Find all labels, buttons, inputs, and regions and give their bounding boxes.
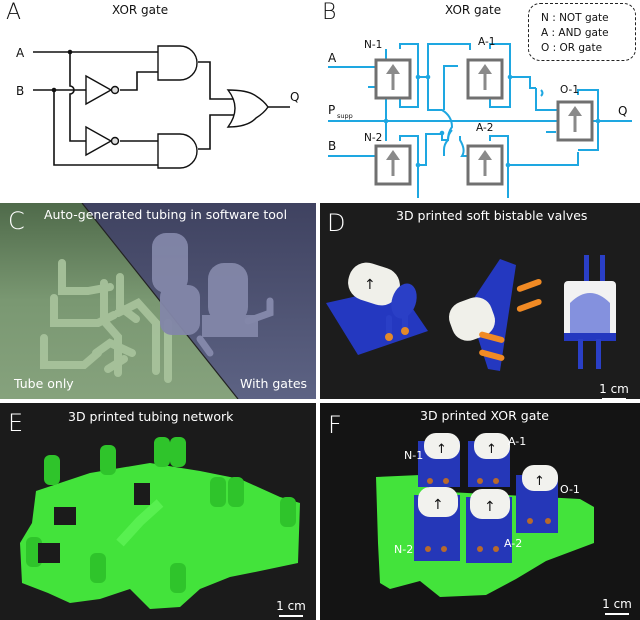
valve-a-1: ↑ [468, 433, 510, 487]
panel-letter: C [8, 207, 25, 235]
printed-xor-photo: ↑ ↑ ↑ ↑ ↑ [376, 433, 594, 597]
scale-label: 1 cm [276, 599, 306, 613]
legend-or: O : OR gate [541, 42, 603, 54]
svg-text:↑: ↑ [484, 499, 496, 515]
valve-a-2: ↑ [466, 489, 512, 563]
pneumatic-xor-circuit: N-1 N-2 A-1 A-2 O-1 A P supp B Q [328, 36, 632, 198]
gate-label: N-2 [394, 543, 414, 556]
panel-title: 3D printed XOR gate [420, 408, 549, 423]
panel-letter: B [322, 0, 337, 25]
and-gate-bottom [157, 133, 198, 169]
panel-title: XOR gate [445, 3, 502, 17]
not-gate-top [85, 74, 120, 106]
gate-n-1 [374, 58, 412, 100]
scale-bar: 1 cm [600, 598, 634, 615]
panel-f-xor-photo: ↑ ↑ ↑ ↑ ↑ F 3D printed [320, 403, 640, 620]
scale-label: 1 cm [602, 597, 632, 611]
valve-photo: ↑ [326, 255, 616, 371]
svg-text:↑: ↑ [534, 474, 545, 489]
tubing-network-photo [20, 437, 300, 609]
valve-side-view: ↑ [326, 262, 428, 355]
panel-d-valve-photo: ↑ D 3D printed soft bistable valves 1 [320, 203, 640, 399]
svg-text:↑: ↑ [436, 442, 447, 457]
scale-line [605, 613, 629, 615]
or-gate [226, 89, 269, 128]
input-subscript-supp: supp [337, 112, 353, 120]
and-gate-top [157, 45, 198, 81]
scale-label: 1 cm [599, 382, 629, 396]
svg-text:↑: ↑ [364, 277, 376, 293]
gate-label: A-1 [508, 435, 527, 448]
scale-bar: 1 cm [274, 600, 308, 617]
output-label-q: Q [290, 90, 299, 104]
gate-a-1 [466, 58, 504, 100]
gate-n-2 [374, 144, 412, 186]
panel-letter: F [328, 411, 342, 439]
panel-title: XOR gate [112, 3, 169, 17]
junction-dot [67, 49, 73, 55]
tube-only-label: Tube only [14, 376, 74, 391]
gate-label: O-1 [560, 84, 579, 96]
gate-label: A-2 [504, 537, 523, 550]
gate-label: O-1 [560, 483, 580, 496]
panel-title: Auto-generated tubing in software tool [44, 207, 288, 222]
panel-e-tubing-photo: E 3D printed tubing network 1 cm [0, 403, 316, 620]
panel-letter: E [8, 409, 24, 437]
input-label-b: B [328, 139, 336, 153]
not-gate-bottom [85, 125, 120, 157]
gate-a-2 [466, 144, 504, 186]
panel-c-software-render: C Auto-generated tubing in software tool… [0, 203, 316, 399]
gate-legend: N : NOT gate A : AND gate O : OR gate [528, 3, 636, 61]
input-label-b: B [16, 84, 24, 98]
svg-text:↑: ↑ [432, 497, 444, 513]
panel-letter: D [327, 209, 346, 237]
valve-n-1: ↑ [418, 433, 460, 487]
render-background [0, 203, 316, 399]
scale-bar: 1 cm [597, 383, 631, 399]
input-label-a: A [16, 46, 25, 60]
panel-letter: A [6, 0, 22, 25]
gate-label: A-2 [476, 122, 493, 134]
input-label-p: P [328, 103, 335, 117]
gate-label: N-1 [364, 39, 382, 51]
valve-top-view [564, 255, 616, 369]
scale-line [279, 615, 303, 617]
xor-logic-circuit: A B Q [16, 45, 299, 169]
gate-label: A-1 [478, 36, 495, 48]
scale-line [602, 398, 626, 399]
panel-a-xor-logic-schematic: A XOR gate [0, 0, 320, 198]
valve-o-1: ↑ [516, 465, 558, 533]
panel-title: 3D printed soft bistable valves [396, 208, 588, 223]
output-label-q: Q [618, 104, 627, 118]
legend-and: A : AND gate [541, 27, 609, 39]
panel-title: 3D printed tubing network [68, 409, 234, 424]
valve-angled-view [448, 259, 542, 371]
gate-o-1 [556, 100, 594, 142]
junction-dot [51, 87, 57, 93]
input-label-a: A [328, 51, 337, 65]
with-gates-label: With gates [240, 376, 308, 391]
legend-not: N : NOT gate [541, 12, 609, 24]
gate-label: N-1 [404, 449, 424, 462]
valve-n-2: ↑ [414, 487, 460, 561]
gate-label: N-2 [364, 132, 382, 144]
svg-text:↑: ↑ [486, 442, 497, 457]
panel-b-pneumatic-xor-schematic: B XOR gate N : NOT gate A : AND gate O :… [320, 0, 640, 198]
